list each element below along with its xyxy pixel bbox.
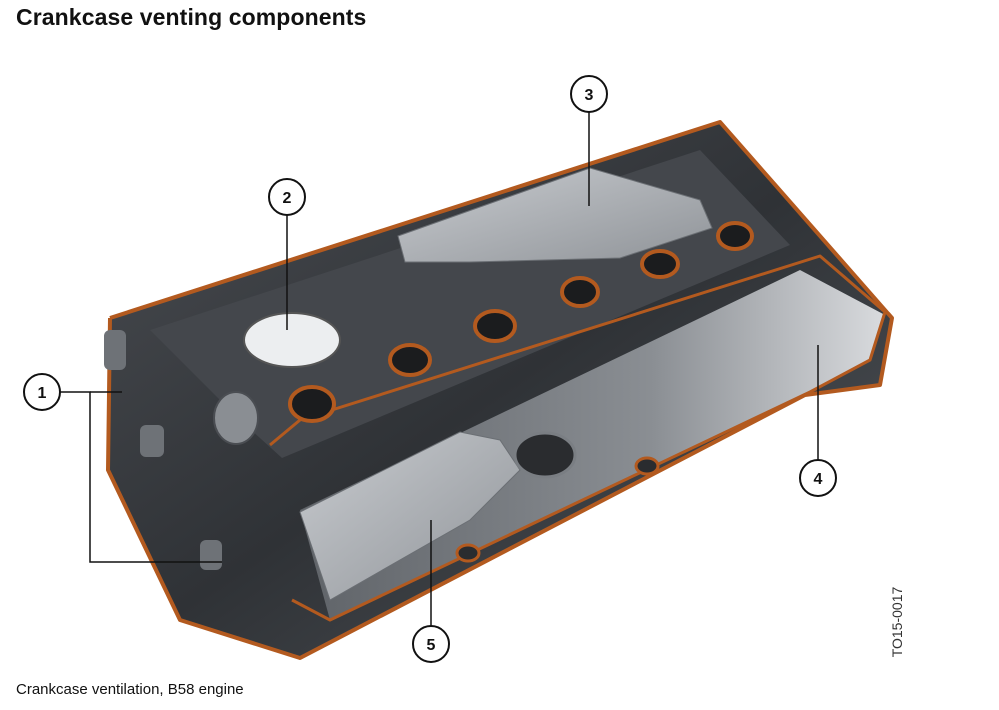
plug-well [560,276,600,308]
page-title: Crankcase venting components [16,4,367,30]
callout-4-label: 4 [814,471,823,488]
plug-well [640,249,680,279]
side-boss [140,425,164,457]
callout-2-label: 2 [283,190,292,207]
side-bracket [104,330,259,570]
plug-well [473,309,517,343]
callout-2: 2 [268,178,306,216]
callout-4: 4 [799,459,837,497]
callout-leaders [60,112,819,626]
side-boss [200,540,222,570]
callout-3: 3 [570,75,608,113]
oil-filler-opening [243,312,341,368]
callout-3-label: 3 [585,87,594,104]
plug-well [388,343,432,377]
callout-1: 1 [23,373,61,411]
pressure-control-valve [213,391,259,445]
callout-1-label: 1 [38,385,47,402]
oil-separator-plate [299,431,521,601]
plug-well [288,385,336,423]
callout-5: 5 [412,625,450,663]
center-port [513,431,577,479]
leader-1 [60,391,222,563]
bolt-seal [455,543,481,563]
plug-well [716,221,754,251]
bolt-seal [634,456,660,476]
callout-5-label: 5 [427,637,436,654]
oil-separator-cover [397,167,713,263]
spark-plug-wells [288,221,754,423]
inner-gasket [269,254,887,622]
figure-id: TO15-0017 [889,586,905,658]
figure-caption: Crankcase ventilation, B58 engine [16,681,244,698]
side-boss [104,330,126,370]
